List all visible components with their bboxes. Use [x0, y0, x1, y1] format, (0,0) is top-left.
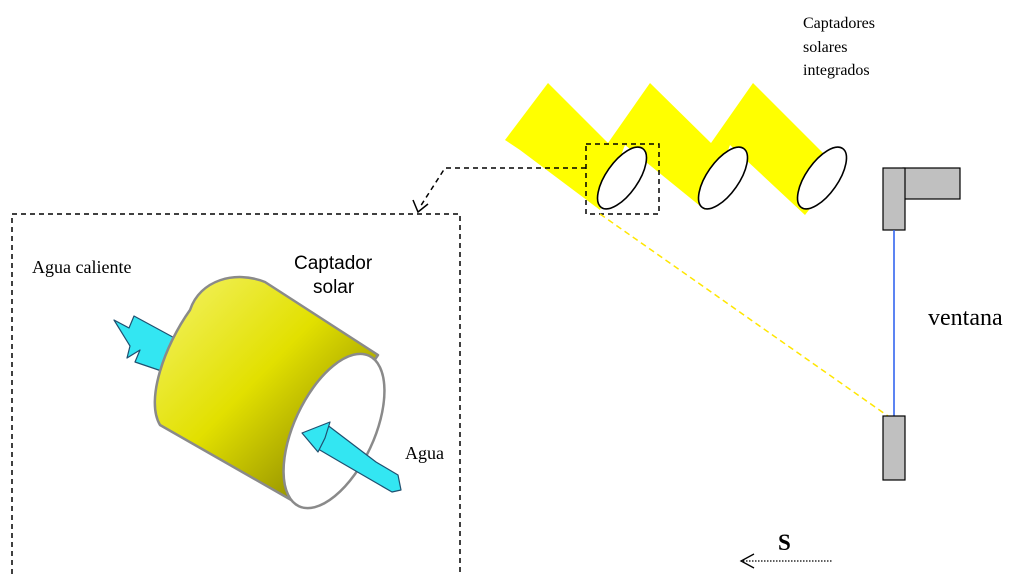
window-wall	[882, 167, 961, 481]
south-label: S	[778, 530, 791, 555]
collector-opening-2	[697, 146, 749, 210]
water-label: Agua	[405, 443, 444, 463]
zoom-pointer-line	[419, 167, 586, 208]
south-indicator: S	[739, 530, 832, 569]
wall-block-top-vertical	[882, 167, 906, 231]
water-inlet-arrow-head	[301, 421, 331, 453]
collector-label-line-2: solar	[313, 277, 355, 298]
collector-cylinder	[153, 275, 386, 510]
integrated-collectors	[505, 83, 848, 215]
window-label: ventana	[928, 305, 1003, 331]
collector-opening-3	[796, 146, 848, 210]
wall-block-top-horizontal	[902, 167, 961, 200]
collectors-title-line-1: Captadores	[803, 15, 875, 32]
wall-block-bottom	[882, 415, 906, 481]
south-arrow-head	[739, 553, 755, 569]
sun-ray-line	[599, 213, 906, 429]
collectors-title-line-2: solares	[803, 39, 847, 56]
zoom-selection-box	[585, 143, 660, 215]
collector-opening-1	[596, 146, 648, 210]
hot-water-label: Agua caliente	[32, 257, 131, 277]
collectors-title-line-3: integrados	[803, 62, 870, 79]
detail-box	[11, 213, 461, 574]
collector-band	[505, 83, 840, 215]
zoom-pointer-arrowhead	[412, 199, 429, 214]
collector-label-line-1: Captador	[294, 253, 373, 274]
